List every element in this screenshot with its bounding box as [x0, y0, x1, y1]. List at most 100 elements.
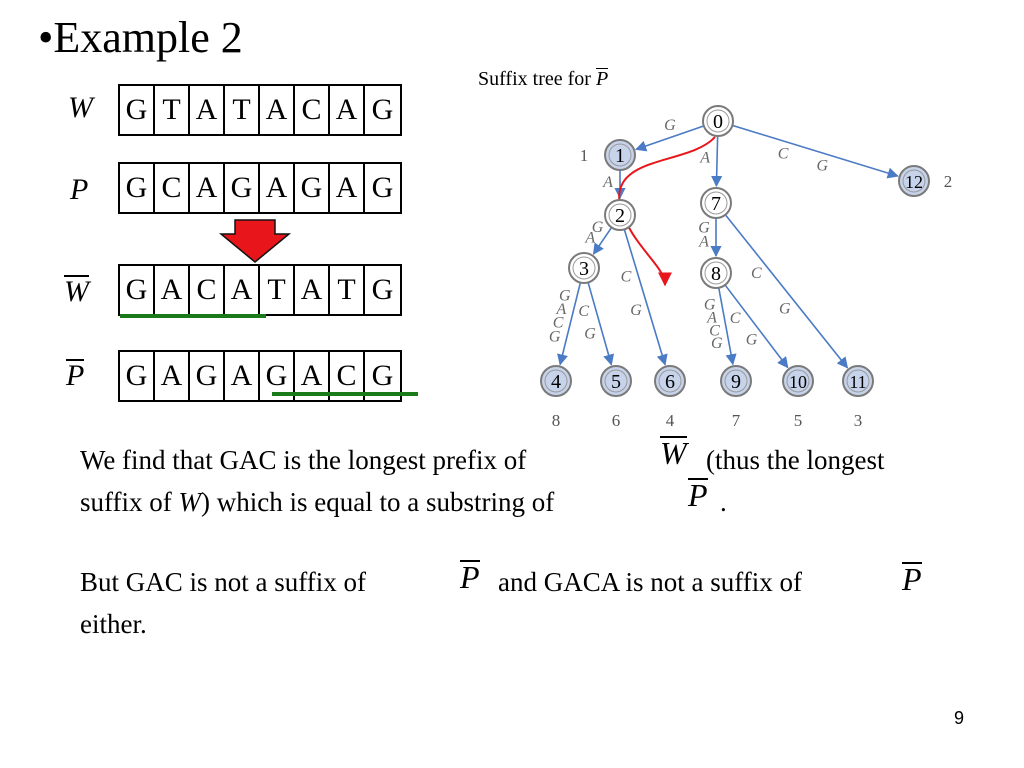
tree-node-label: 3 [579, 258, 589, 280]
tree-edge-8-10 [724, 284, 789, 369]
cell: A [260, 164, 295, 212]
cell: G [371, 359, 394, 392]
cell: A [295, 352, 330, 400]
tree-edge-3-4 [557, 282, 582, 366]
cell: A [155, 352, 190, 400]
tree-node-label: 9 [731, 371, 741, 393]
cell: A [225, 352, 260, 400]
cell: C [155, 164, 190, 212]
tree-edge-3-5 [587, 282, 615, 366]
tree-node-8: 8 [700, 257, 732, 289]
highlight-gac-p [272, 392, 418, 396]
tree-node-label: 4 [551, 371, 561, 393]
edge-label: A [699, 150, 710, 167]
slide-title: •Example 2 [38, 13, 243, 62]
edge-label: C [751, 265, 762, 282]
symbol-p-reversed-3: P [902, 561, 922, 597]
paragraph-1-line-1: We find that GAC is the longest prefix o… [80, 445, 527, 475]
symbol-p-reversed-2: P [460, 559, 480, 595]
tree-edge-7-11 [724, 214, 849, 369]
cell: A [295, 266, 330, 314]
cell: G [225, 164, 260, 212]
cell: G [371, 171, 394, 204]
edge-label: G [704, 296, 716, 313]
row-label-p-reversed: P [66, 359, 85, 392]
cell: C [330, 352, 365, 400]
cell: G [260, 352, 295, 400]
suffix-index-label: 1 [580, 146, 589, 165]
suffix-index-label: 5 [794, 411, 803, 430]
edge-label: A [706, 309, 717, 326]
page-number: 9 [953, 708, 964, 728]
cell: A [330, 164, 365, 212]
tree-node-1: 1 [604, 139, 636, 171]
edge-label: C [778, 145, 789, 162]
tree-node-label: 5 [611, 371, 621, 393]
paragraph-2-line-2: either. [80, 609, 147, 639]
paragraph-2-line-1: But GAC is not a suffix of [80, 567, 367, 597]
tree-node-3: 3 [568, 252, 600, 284]
cell: G [190, 352, 225, 400]
row-label-p: P [70, 173, 89, 206]
suffix-index-label: 6 [612, 411, 621, 430]
tree-node-4: 4 [540, 365, 572, 397]
tree-node-label: 7 [711, 193, 721, 215]
tree-node-label: 8 [711, 263, 721, 285]
tree-caption: Suffix tree for P [478, 68, 609, 90]
edge-label: C [730, 310, 741, 327]
tree-node-label: 11 [849, 372, 866, 392]
edge-label: C [578, 303, 589, 320]
cell: T [225, 86, 260, 134]
cell: C [190, 266, 225, 314]
row-label-w: W [68, 91, 93, 124]
paragraph-1-line-1-end: (thus the longest [706, 445, 885, 475]
highlight-gac-w [120, 314, 266, 318]
tree-node-5: 5 [600, 365, 632, 397]
tree-node-label: 10 [789, 372, 807, 392]
tree-edge-8-9 [717, 287, 737, 366]
cell: G [120, 266, 155, 314]
cell: A [330, 86, 365, 134]
tree-node-label: 0 [713, 111, 723, 133]
symbol-p-reversed: P [688, 477, 708, 513]
tree-node-label: 1 [615, 145, 625, 167]
edge-label: G [711, 335, 723, 352]
tree-node-7: 7 [700, 187, 732, 219]
edge-label: G [817, 157, 829, 174]
tree-edge-0-12 [732, 124, 899, 179]
sequence-p-reversed: G A G A G A C G [118, 350, 402, 402]
row-label-w-reversed: W [64, 275, 89, 308]
edge-label: G [559, 288, 571, 305]
down-arrow-icon [218, 219, 292, 263]
suffix-index-label: 3 [854, 411, 863, 430]
edge-label: A [584, 229, 595, 246]
paragraph-1-line-2: suffix of W) which is equal to a substri… [80, 487, 555, 517]
edge-label: G [746, 332, 758, 349]
cell: G [120, 352, 155, 400]
tree-node-6: 6 [654, 365, 686, 397]
edge-label: A [556, 301, 567, 318]
edge-label: C [709, 322, 720, 339]
cell: A [190, 86, 225, 134]
tree-node-0: 0 [702, 105, 734, 137]
edge-label: G [630, 302, 642, 319]
edge-label: A [602, 174, 613, 191]
tree-node-2: 2 [604, 199, 636, 231]
edge-label: G [592, 219, 604, 236]
cell: A [155, 266, 190, 314]
edge-label: G [584, 325, 596, 342]
sequence-w-reversed: G A C A T A T G [118, 264, 402, 316]
cell: T [330, 266, 365, 314]
edge-label: G [698, 220, 710, 237]
suffix-index-label: 7 [732, 411, 741, 430]
tree-edge-2-6 [623, 229, 668, 366]
suffix-index-label: 2 [944, 172, 953, 191]
edge-label: C [621, 269, 632, 286]
tree-node-9: 9 [720, 365, 752, 397]
paragraph-2-line-1-mid: and GACA is not a suffix of [498, 567, 802, 597]
tree-node-label: 6 [665, 371, 675, 393]
cell: G [120, 86, 155, 134]
tree-edge-0-1 [635, 125, 705, 152]
sequence-w: G T A T A C A G [118, 84, 402, 136]
